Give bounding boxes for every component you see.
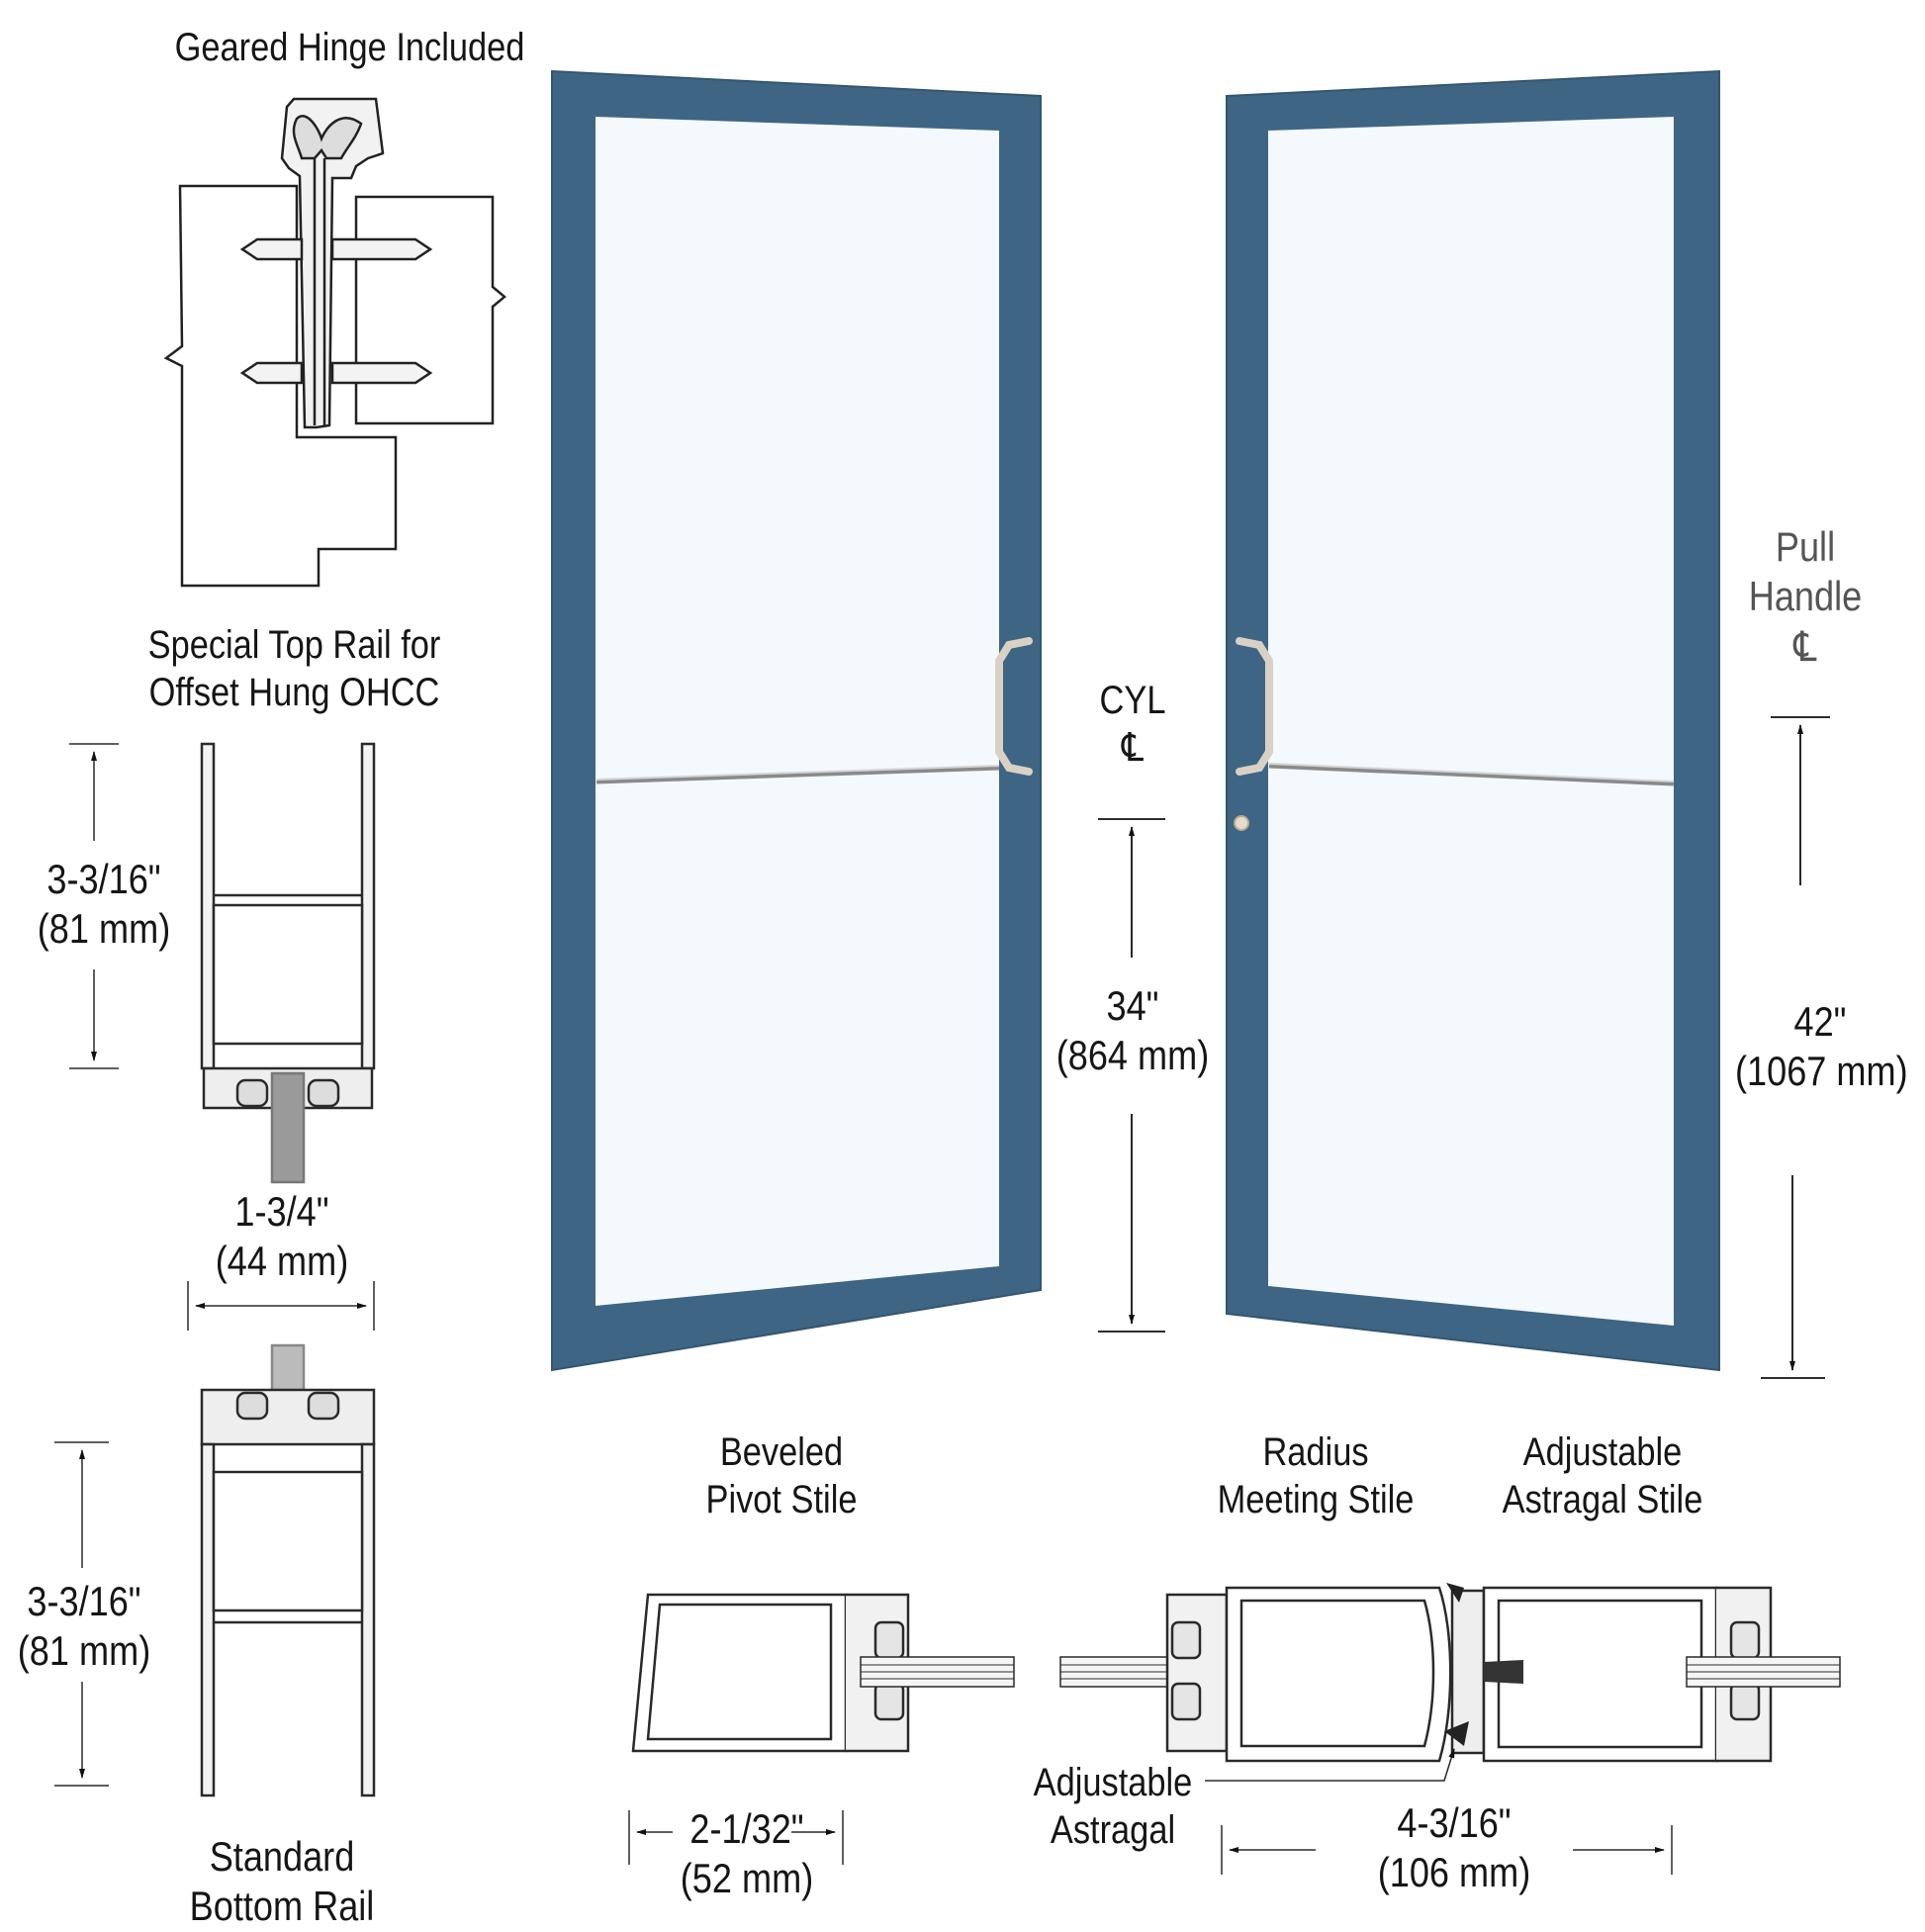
centerline-icon: ℄ xyxy=(1121,726,1145,770)
pivot-stile-width-dimension: 2-1/32" (52 mm) xyxy=(675,1804,819,1904)
bottom-rail-height-mm: (81 mm) xyxy=(17,1627,151,1675)
meeting-stile-label: Radius Meeting Stile xyxy=(1214,1428,1418,1523)
top-rail-height-dimension: 3-3/16" (81 mm) xyxy=(32,855,176,955)
cylinder-height-in: 34" xyxy=(1106,982,1159,1029)
top-rail-depth-in: 1-3/4" xyxy=(234,1188,329,1235)
pull-handle-height-in: 42" xyxy=(1793,998,1847,1045)
astragal-label-line1: Adjustable xyxy=(1033,1761,1193,1804)
top-rail-height-in: 3-3/16" xyxy=(46,856,161,902)
astragal-stile-label: Adjustable Astragal Stile xyxy=(1492,1428,1713,1523)
astragal-label-line2: Astragal xyxy=(1050,1808,1176,1852)
pull-handle-dimension xyxy=(1761,716,1830,1379)
pull-handle-label: Pull Handle ℄ xyxy=(1742,522,1870,672)
pivot-stile-label: Beveled Pivot Stile xyxy=(696,1428,867,1523)
pivot-stile-label-line2: Pivot Stile xyxy=(705,1478,858,1521)
astragal-stile-width-mm: (106 mm) xyxy=(1377,1849,1531,1896)
bottom-rail-height-in: 3-3/16" xyxy=(27,1578,141,1624)
pivot-stile-width-mm: (52 mm) xyxy=(680,1855,814,1902)
right-door xyxy=(1226,69,1720,1372)
top-rail-depth-dimension: 1-3/4" (44 mm) xyxy=(206,1187,359,1287)
pivot-stile-label-line1: Beveled xyxy=(719,1430,844,1474)
centerline-icon: ℄ xyxy=(1793,622,1817,670)
left-door xyxy=(551,69,1042,1372)
pull-handle-height-dimension: 42" (1067 mm) xyxy=(1735,997,1908,1097)
astragal-stile-label-line2: Astragal Stile xyxy=(1502,1478,1703,1521)
bottom-rail-label: Standard Bottom Rail xyxy=(188,1832,375,1932)
pull-handle-label-line2: Handle xyxy=(1748,573,1863,620)
hinge-label-text: Geared Hinge Included xyxy=(174,26,525,69)
top-rail-section-drawing xyxy=(69,742,376,1331)
top-rail-label: Special Top Rail for Offset Hung OHCC xyxy=(143,621,445,716)
bottom-rail-height-dimension: 3-3/16" (81 mm) xyxy=(16,1577,152,1677)
cylinder-label-text: CYL xyxy=(1099,679,1166,722)
cylinder-height-dimension: 34" (864 mm) xyxy=(1052,981,1213,1081)
cylinder-label: CYL ℄ xyxy=(1094,677,1170,772)
bottom-rail-label-line1: Standard xyxy=(209,1833,355,1880)
meeting-astragal-stile-drawing xyxy=(1059,1583,1841,1875)
geared-hinge-drawing xyxy=(163,97,506,588)
astragal-stile-width-in: 4-3/16" xyxy=(1397,1799,1512,1846)
meeting-stile-label-line2: Meeting Stile xyxy=(1217,1478,1415,1521)
astragal-stile-label-line1: Adjustable xyxy=(1522,1430,1683,1474)
pull-handle-label-line1: Pull xyxy=(1775,523,1836,570)
cylinder-height-mm: (864 mm) xyxy=(1055,1032,1210,1079)
pivot-stile-width-in: 2-1/32" xyxy=(689,1805,804,1852)
pull-handle-height-mm: (1067 mm) xyxy=(1735,1048,1908,1095)
top-rail-height-mm: (81 mm) xyxy=(37,905,171,953)
pivot-stile-drawing xyxy=(628,1593,1015,1865)
bottom-rail-label-line2: Bottom Rail xyxy=(189,1883,375,1930)
top-rail-label-line2: Offset Hung OHCC xyxy=(148,671,440,714)
top-rail-depth-mm: (44 mm) xyxy=(215,1238,349,1285)
astragal-stile-width-dimension: 4-3/16" (106 mm) xyxy=(1369,1798,1539,1898)
top-rail-label-line1: Special Top Rail for xyxy=(147,623,441,667)
meeting-stile-label-line1: Radius xyxy=(1262,1430,1369,1474)
astragal-label: Adjustable Astragal xyxy=(1032,1759,1193,1854)
bottom-rail-section-drawing xyxy=(54,1343,376,1797)
hinge-label: Geared Hinge Included xyxy=(174,24,525,71)
cylinder-dimension xyxy=(1098,818,1165,1333)
